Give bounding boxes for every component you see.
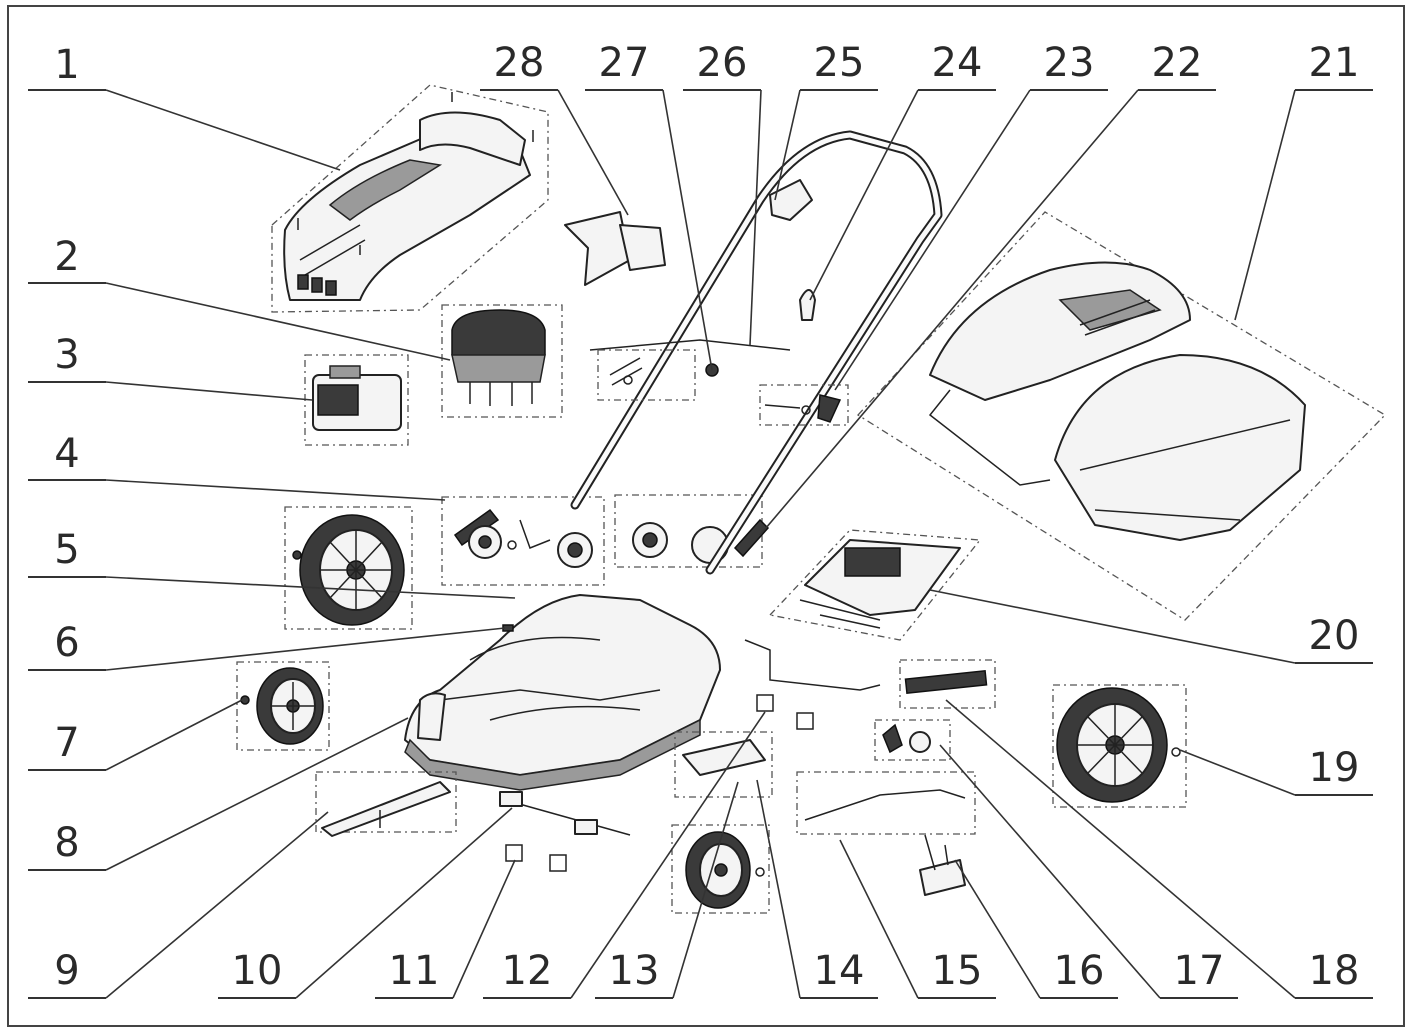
callout-26: 26 [697,40,748,86]
part-20-cover-plate [768,529,982,641]
callout-5: 5 [54,527,79,573]
callout-25: 25 [814,40,865,86]
callout-15: 15 [932,948,983,994]
callout-labels: 1 2 3 4 5 6 7 8 9 10 11 12 13 14 15 16 1… [54,40,1359,994]
callout-20: 20 [1309,613,1360,659]
callout-4: 4 [54,431,79,477]
callout-23: 23 [1044,40,1095,86]
part-15-handle-bar [796,771,976,835]
part-19-rear-wheel [1052,684,1187,808]
part-8-deck [404,594,721,791]
leader-lines [28,89,1373,999]
part-22-handle-pivots [614,494,770,568]
callout-8: 8 [54,820,79,866]
part-4-handle-pivots [441,496,605,586]
part-2-motor [441,304,563,418]
callout-2: 2 [54,234,79,280]
callout-10: 10 [232,948,283,994]
part-7-front-wheel [236,661,330,751]
part-1-top-cover [271,84,549,313]
callout-7: 7 [54,720,79,766]
part-14-clip-plate [674,731,773,798]
callout-3: 3 [54,332,79,378]
callout-19: 19 [1309,745,1360,791]
callout-17: 17 [1174,948,1225,994]
part-18-guide-bar [899,659,996,709]
callout-13: 13 [609,948,660,994]
part-16-bracket [919,834,966,896]
callout-1: 1 [54,42,79,88]
part-11-clips [505,844,567,872]
callout-21: 21 [1309,40,1360,86]
part-23-upper-handle [570,130,943,575]
part-28-discharge [564,211,666,286]
part-17-switch [874,719,951,761]
part-10-front-axle [499,791,631,836]
part-9-blade [315,771,457,837]
callout-11: 11 [389,948,440,994]
part-3-battery [304,354,409,446]
part-22-knob-set [759,384,849,426]
part-21-grass-bag [856,211,1387,621]
callout-28: 28 [494,40,545,86]
callout-14: 14 [814,948,865,994]
part-5-rear-wheel [284,506,413,630]
callout-18: 18 [1309,948,1360,994]
part-26-lower-handle [589,339,791,351]
callout-9: 9 [54,948,79,994]
callout-16: 16 [1054,948,1105,994]
callout-22: 22 [1152,40,1203,86]
page-frame [7,5,1405,1027]
callout-27: 27 [599,40,650,86]
part-13-front-wheel [671,824,770,914]
part-12-height-rod [744,639,881,730]
part-25-safety-key-switch [769,179,813,221]
callout-12: 12 [502,948,553,994]
callout-24: 24 [932,40,983,86]
callout-6: 6 [54,620,79,666]
